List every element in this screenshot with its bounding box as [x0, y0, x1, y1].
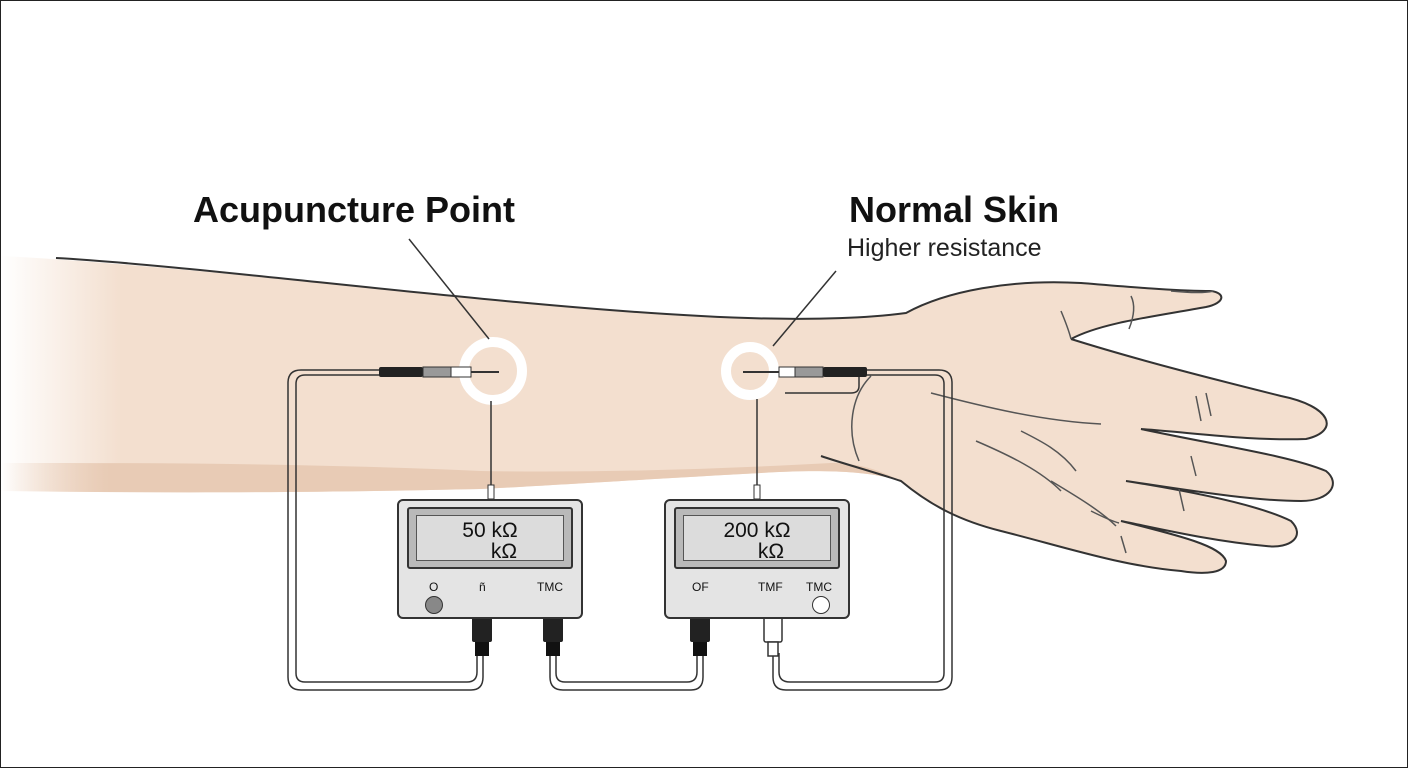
left-meter-screen: 50 kΩ kΩ: [407, 507, 573, 569]
arm-top-outline: [55, 257, 1223, 340]
right-meter-port-label-3: TMC: [806, 580, 832, 594]
right-meter-port-label-1: OF: [692, 580, 709, 594]
right-meter-port-label-2: TMF: [758, 580, 783, 594]
left-meter-reading: 50 kΩ: [462, 519, 518, 542]
hand-outline: [820, 338, 1334, 574]
forearm-shadow: [1, 463, 901, 493]
left-meter-port-label-1: O: [429, 580, 439, 594]
forearm: [1, 256, 1333, 573]
right-meter-screen: 200 kΩ kΩ: [674, 507, 840, 569]
left-probe: [379, 366, 499, 378]
normal-skin-label: Normal Skin: [849, 189, 1060, 230]
right-meter-reading: 200 kΩ: [723, 519, 791, 542]
right-ohmmeter: 200 kΩ kΩ OF TMF TMC: [664, 499, 850, 619]
right-probe: [743, 366, 867, 378]
normal-skin-leader-line: [772, 270, 837, 347]
left-meter-knob[interactable]: [425, 596, 443, 614]
right-meter-unit: kΩ: [757, 540, 785, 563]
left-meter-display: 50 kΩ kΩ: [416, 515, 564, 563]
palm-creases: [851, 290, 1214, 554]
left-meter-unit: kΩ: [490, 540, 518, 563]
right-meter-knob[interactable]: [812, 596, 830, 614]
left-meter-port-label-2: ñ: [479, 580, 486, 594]
acupuncture-point-label: Acupuncture Point: [193, 189, 515, 230]
left-meter-port-label-3: TMC: [537, 580, 563, 594]
wires: [287, 369, 953, 691]
normal-skin-sublabel: Higher resistance: [847, 234, 1042, 262]
arm-and-hand: [1, 256, 1334, 574]
right-meter-display: 200 kΩ kΩ: [683, 515, 831, 563]
acupuncture-leader-line: [408, 238, 490, 340]
left-ohmmeter: 50 kΩ kΩ O ñ TMC: [397, 499, 583, 619]
